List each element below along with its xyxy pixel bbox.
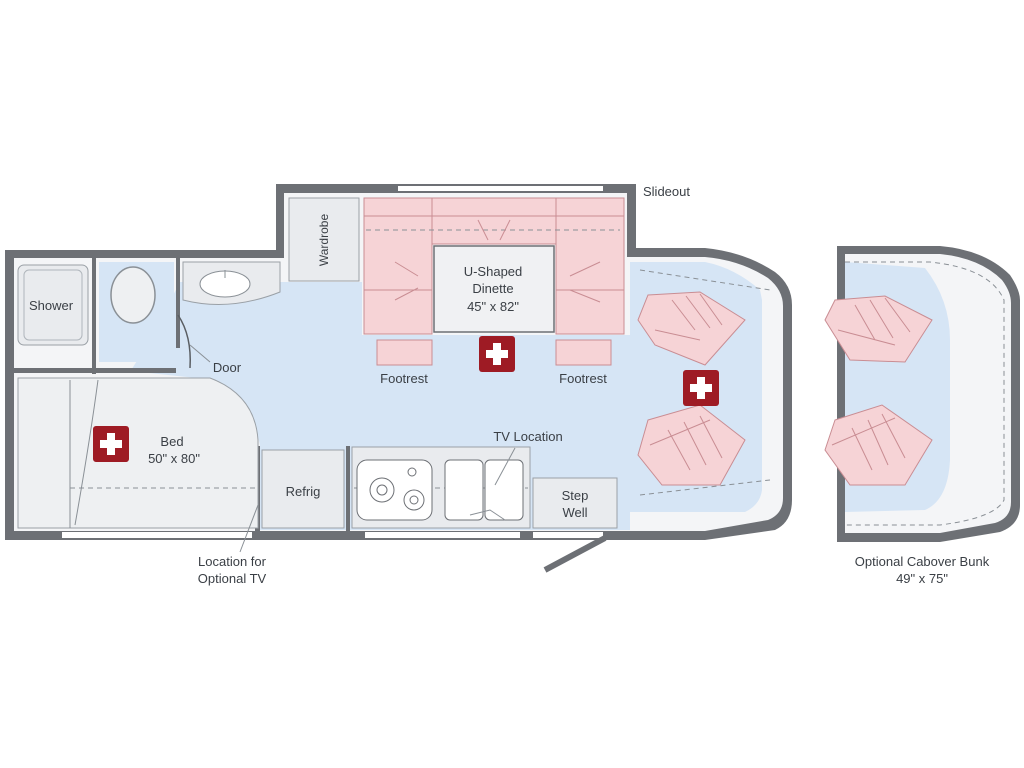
bed-label: Bed [160, 434, 183, 449]
dinette-label-2: Dinette [472, 281, 513, 296]
first-aid-cross-icon [683, 370, 719, 406]
toilet-wall [176, 258, 180, 348]
tv-callout-line [494, 447, 516, 486]
first-aid-cross-icon [93, 426, 129, 462]
u-shaped-dinette: U-Shaped Dinette 45" x 82" [363, 197, 625, 335]
bed-size: 50" x 80" [148, 451, 200, 466]
galley-counter [351, 446, 531, 529]
slideout-label: Slideout [643, 184, 690, 199]
bedroom-window [62, 532, 252, 538]
first-aid-cross-icon [479, 336, 515, 372]
footrest-left [376, 339, 433, 366]
optional-cabover-bunk: Optional Cabover Bunk 49" x 75" [824, 246, 1020, 586]
wardrobe-label: Wardrobe [317, 214, 331, 267]
slideout-window [398, 186, 603, 191]
bed: Bed 50" x 80" [17, 377, 259, 529]
shower-label: Shower [29, 298, 74, 313]
cabover-seat-top [824, 295, 933, 363]
refrig-wall-right [346, 446, 350, 531]
step-well-label-2: Well [562, 505, 587, 520]
step-well-label-1: Step [562, 488, 589, 503]
refrigerator [261, 449, 345, 529]
tv-location-label: TV Location [493, 429, 562, 444]
entry-door [543, 535, 607, 573]
door-label: Door [213, 360, 242, 375]
footrest-left-label: Footrest [380, 371, 428, 386]
refrig-label: Refrig [286, 484, 321, 499]
galley-window [365, 532, 520, 538]
cabover-label: Optional Cabover Bunk [855, 554, 990, 569]
optional-tv-label-2: Optional TV [198, 571, 267, 586]
step-well [532, 477, 618, 529]
dinette-label-1: U-Shaped [464, 264, 523, 279]
shower [17, 264, 89, 346]
cabover-size: 49" x 75" [896, 571, 948, 586]
optional-tv-label-1: Location for [198, 554, 267, 569]
main-coach: Shower Door Wardrobe Slideout [5, 184, 792, 586]
wardrobe [288, 197, 360, 282]
dinette-size: 45" x 82" [467, 299, 519, 314]
entry-window [533, 532, 603, 538]
kitchen-sink-right [484, 459, 524, 521]
dinette-table [433, 245, 555, 333]
kitchen-sink-left [444, 459, 484, 521]
bath-door [177, 314, 191, 369]
cabover-seat-bottom [824, 404, 933, 486]
optional-tv-callout-line [239, 504, 259, 553]
cab-seat-passenger [637, 291, 746, 366]
footrest-right-label: Footrest [559, 371, 607, 386]
bath-floor-wall [14, 368, 176, 373]
footrest-right [555, 339, 612, 366]
toilet [110, 266, 156, 324]
shower-wall [92, 258, 96, 374]
